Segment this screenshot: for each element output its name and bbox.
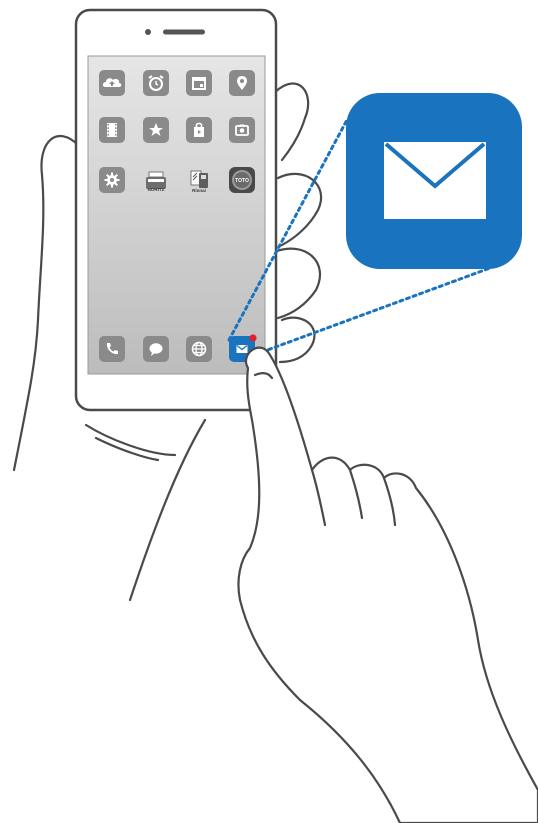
shopping-bag-icon[interactable]	[186, 117, 212, 143]
rinnai-label: Rinnai	[192, 188, 206, 193]
camera-icon[interactable]	[229, 117, 255, 143]
calendar-icon[interactable]	[186, 70, 212, 96]
front-camera	[145, 29, 151, 35]
callout-mail-app	[346, 93, 522, 269]
toto-app-icon[interactable]: TOTO	[229, 167, 255, 193]
map-pin-icon[interactable]	[229, 70, 255, 96]
film-icon[interactable]	[99, 117, 125, 143]
gear-icon[interactable]	[99, 167, 125, 193]
notification-badge	[249, 334, 256, 341]
mail-icon	[384, 142, 486, 219]
dock-chat-bubble-icon[interactable]	[143, 336, 169, 362]
pointing-hand	[238, 348, 538, 823]
phone-screen	[88, 56, 265, 374]
dock-globe-icon[interactable]	[186, 336, 212, 362]
earpiece	[163, 30, 205, 35]
scanner-icon[interactable]: Rinnai	[191, 171, 208, 193]
alarm-clock-icon[interactable]	[143, 70, 169, 96]
toto-label: TOTO	[235, 178, 249, 184]
dock-phone-icon[interactable]	[99, 336, 125, 362]
star-icon[interactable]	[143, 117, 169, 143]
noritz-label: NORITZ	[148, 187, 165, 192]
cloud-upload-icon[interactable]	[99, 70, 125, 96]
